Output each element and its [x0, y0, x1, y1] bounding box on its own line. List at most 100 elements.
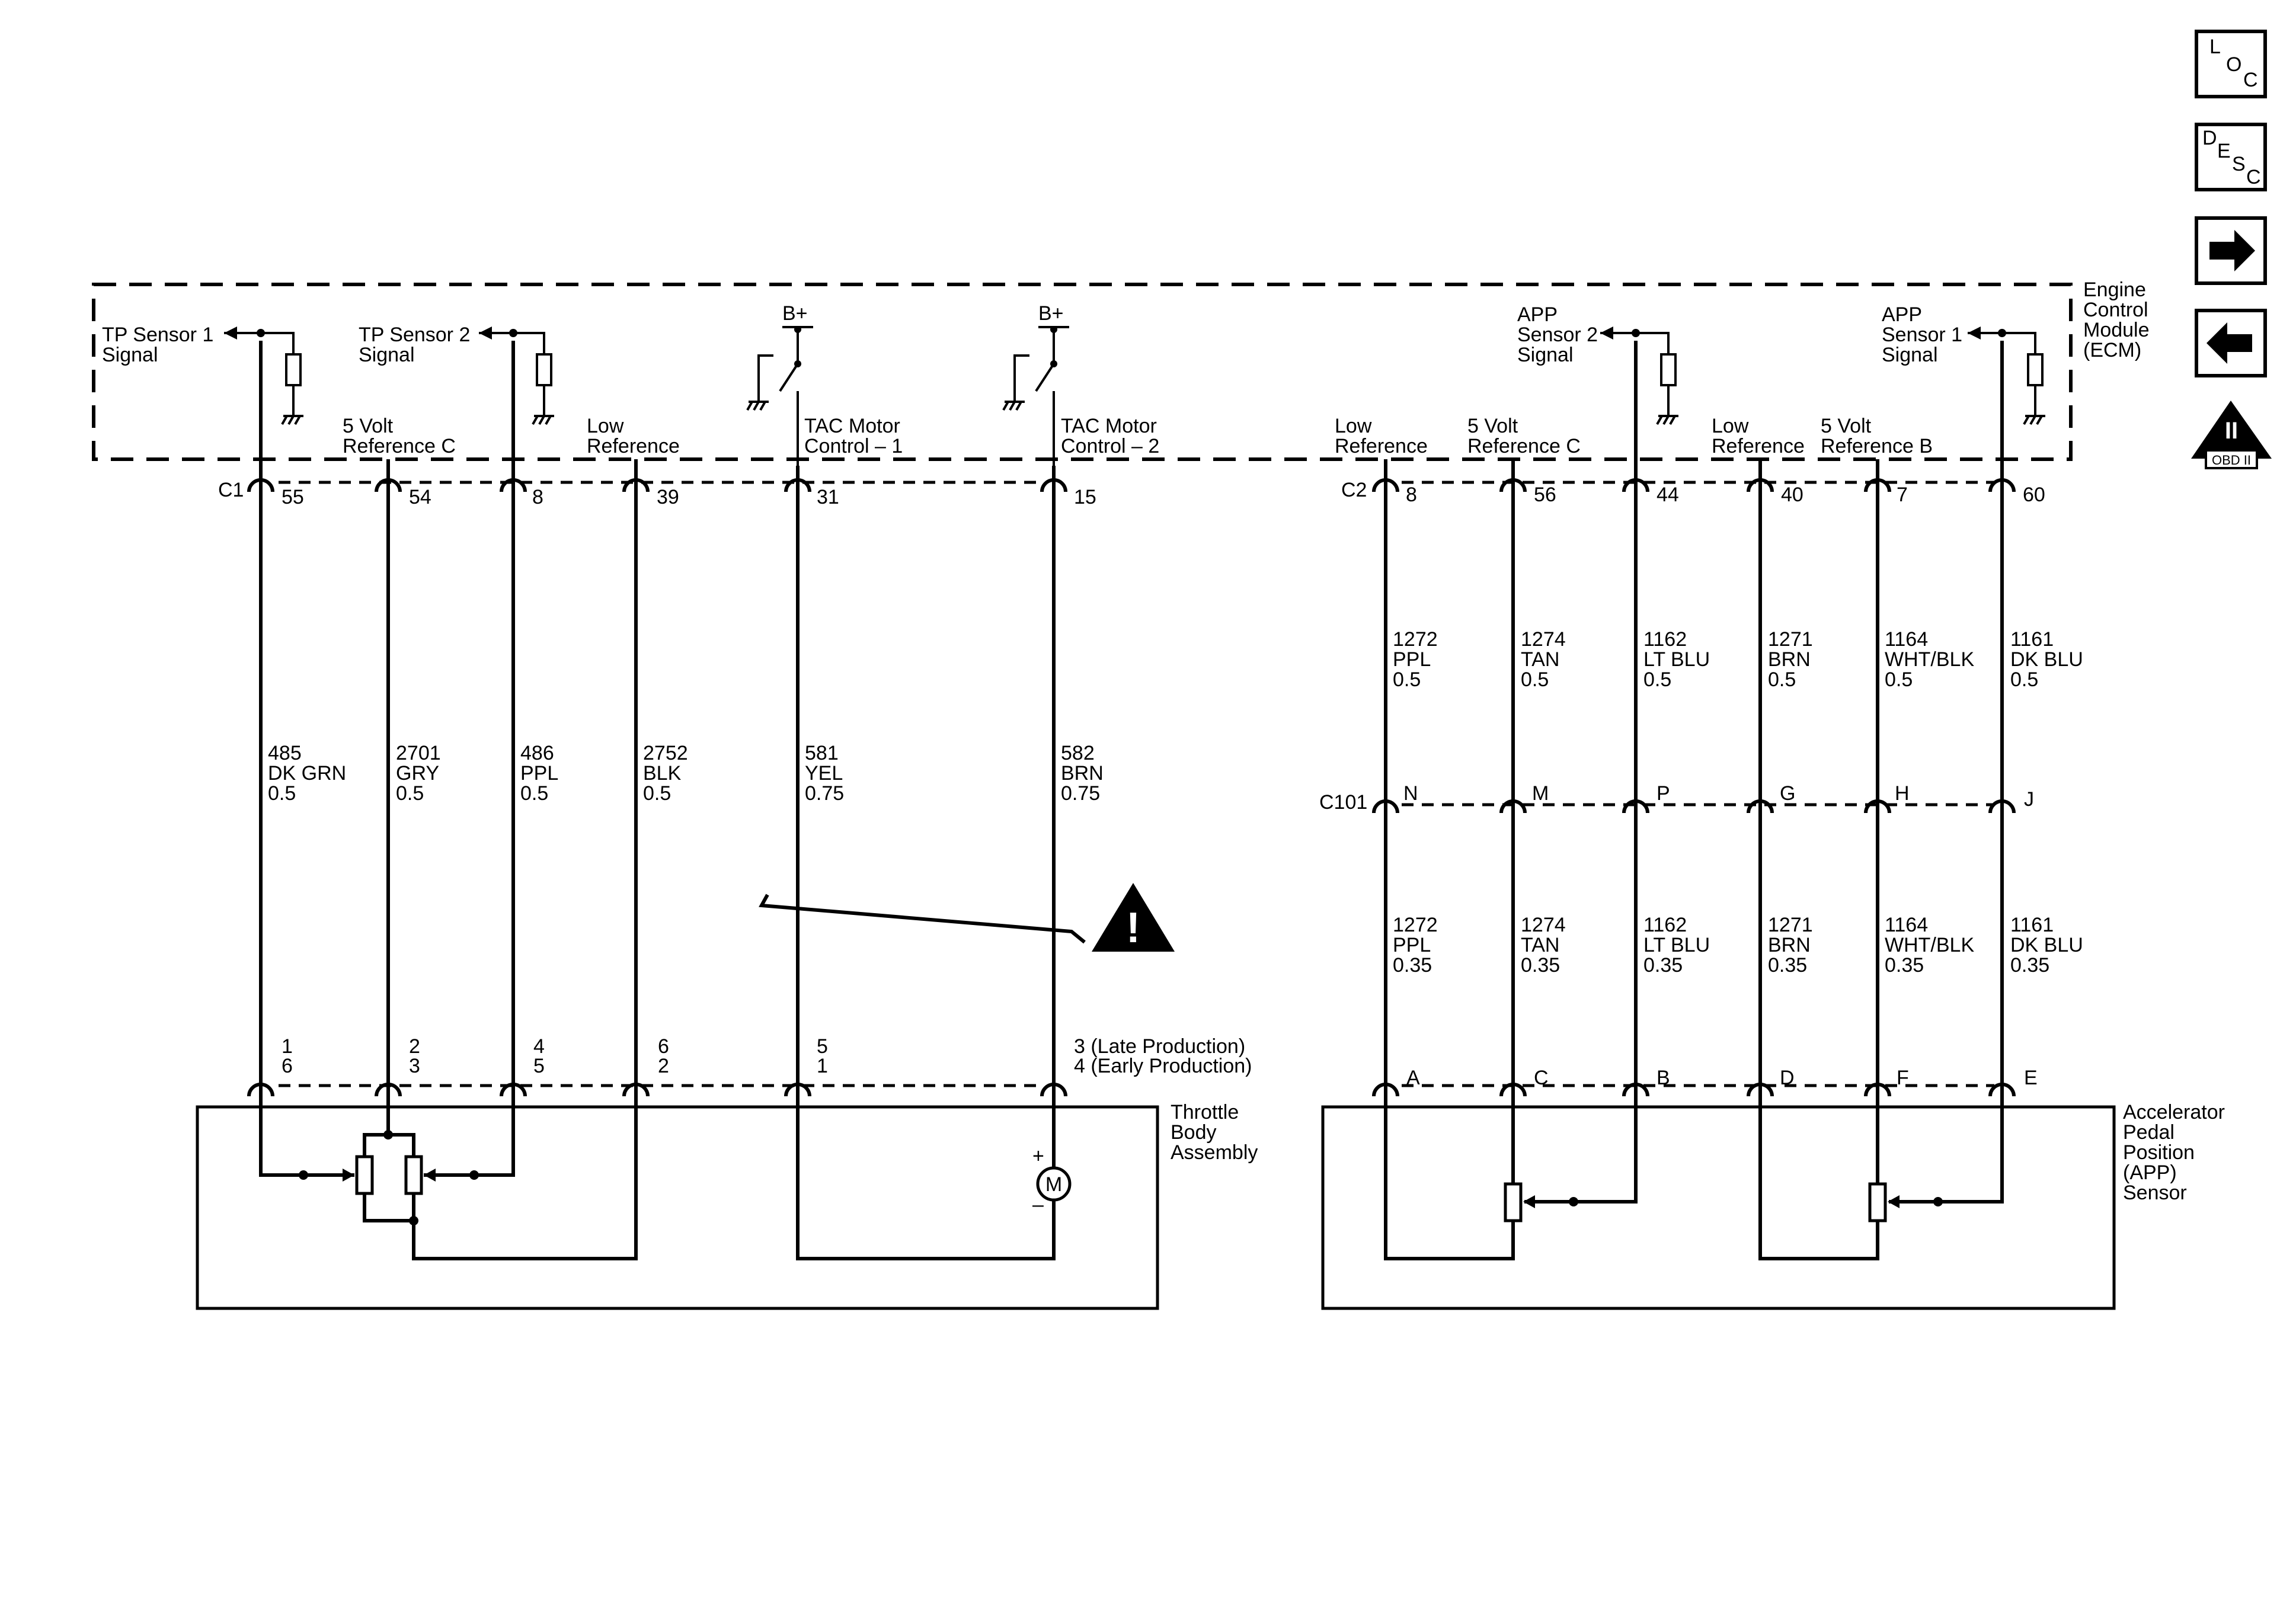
svg-text:5: 5: [817, 1035, 828, 1058]
svg-text:8: 8: [532, 486, 543, 508]
svg-text:Assembly: Assembly: [1171, 1141, 1258, 1164]
svg-text:0.35: 0.35: [1393, 954, 1432, 977]
left-wire-labels: 485 DK GRN 0.5 2701 GRY 0.5 486 PPL 0.5 …: [268, 742, 1104, 805]
svg-text:3 (Late Production): 3 (Late Production): [1074, 1035, 1245, 1058]
svg-text:Signal: Signal: [1882, 344, 1938, 366]
connector-c1: C1: [218, 479, 1043, 501]
obd-ii-button[interactable]: II OBD II: [2191, 401, 2272, 469]
throttle-pin-labels: 1 6 2 3 4 5 6 2 5 1 3 (Late Production) …: [282, 1035, 1252, 1077]
svg-text:44: 44: [1657, 484, 1679, 506]
svg-text:M: M: [1532, 782, 1549, 805]
svg-text:0.75: 0.75: [805, 782, 844, 805]
svg-text:(ECM): (ECM): [2083, 339, 2141, 361]
svg-text:Control: Control: [2083, 299, 2148, 321]
svg-text:Throttle: Throttle: [1171, 1101, 1239, 1124]
c1-pin-labels: 55 54 8 39 31 15: [282, 486, 1096, 508]
svg-text:Engine: Engine: [2083, 279, 2146, 301]
svg-text:6: 6: [658, 1035, 669, 1058]
right-lower-wire-labels: 1272 PPL 0.35 1274 TAN 0.35 1162 LT BLU …: [1393, 914, 2083, 977]
svg-text:1: 1: [817, 1055, 828, 1077]
svg-text:C101: C101: [1319, 791, 1367, 814]
svg-text:0.5: 0.5: [1643, 668, 1671, 691]
svg-text:0.5: 0.5: [1393, 668, 1421, 691]
svg-text:1161: 1161: [2010, 914, 2054, 936]
svg-text:TP Sensor 2: TP Sensor 2: [359, 324, 470, 346]
svg-text:582: 582: [1061, 742, 1095, 764]
svg-text:1271: 1271: [1768, 628, 1813, 651]
svg-text:B+: B+: [782, 302, 808, 325]
svg-text:Control – 2: Control – 2: [1061, 435, 1159, 457]
ground-icon: [1002, 401, 1025, 411]
svg-text:(APP): (APP): [2123, 1161, 2177, 1184]
svg-text:1274: 1274: [1521, 628, 1566, 651]
svg-text:0.75: 0.75: [1061, 782, 1100, 805]
svg-text:TAN: TAN: [1521, 934, 1559, 956]
svg-text:BLK: BLK: [643, 762, 682, 785]
svg-text:0.35: 0.35: [1768, 954, 1807, 977]
svg-text:Signal: Signal: [102, 344, 158, 366]
svg-text:TAC Motor: TAC Motor: [804, 415, 900, 437]
svg-text:5 Volt: 5 Volt: [343, 415, 394, 437]
svg-text:54: 54: [409, 486, 431, 508]
svg-text:Reference C: Reference C: [1467, 435, 1581, 457]
svg-text:56: 56: [1534, 484, 1556, 506]
svg-text:40: 40: [1781, 484, 1803, 506]
svg-text:0.5: 0.5: [1768, 668, 1796, 691]
svg-text:2: 2: [409, 1035, 420, 1058]
svg-text:C: C: [2243, 69, 2258, 91]
svg-text:4: 4: [533, 1035, 545, 1058]
ecm-label: Engine Control Module (ECM): [2083, 279, 2150, 361]
svg-text:PPL: PPL: [520, 762, 558, 785]
svg-text:Reference: Reference: [1712, 435, 1805, 457]
svg-text:0.35: 0.35: [1885, 954, 1924, 977]
svg-text:Low: Low: [587, 415, 624, 437]
svg-text:39: 39: [657, 486, 679, 508]
svg-text:!: !: [1126, 904, 1140, 952]
svg-text:Reference C: Reference C: [343, 435, 456, 457]
c2-pin-labels: 8 56 44 40 7 60: [1406, 484, 2045, 506]
warning-callout[interactable]: !: [759, 883, 1175, 952]
svg-text:31: 31: [817, 486, 839, 508]
svg-text:D: D: [1780, 1067, 1795, 1089]
svg-text:Reference: Reference: [1335, 435, 1428, 457]
svg-text:0.5: 0.5: [1521, 668, 1549, 691]
svg-text:Accelerator: Accelerator: [2123, 1101, 2225, 1124]
svg-text:1162: 1162: [1643, 628, 1687, 651]
svg-text:1274: 1274: [1521, 914, 1566, 936]
svg-text:E: E: [2024, 1067, 2038, 1089]
svg-text:LT BLU: LT BLU: [1643, 648, 1710, 671]
svg-text:Sensor 1: Sensor 1: [1882, 324, 1962, 346]
previous-page-button[interactable]: [2195, 309, 2267, 377]
desc-button[interactable]: D E S C: [2195, 123, 2267, 191]
svg-text:486: 486: [520, 742, 554, 764]
svg-text:LT BLU: LT BLU: [1643, 934, 1710, 956]
ecm-boundary: [92, 283, 2073, 461]
left-wires: [259, 341, 1056, 1108]
svg-text:Signal: Signal: [359, 344, 415, 366]
svg-text:B+: B+: [1038, 302, 1064, 325]
connector-c101: C101: [1319, 791, 1994, 814]
svg-text:DK BLU: DK BLU: [2010, 934, 2083, 956]
tac-motor-control-1-driver: B+: [746, 302, 813, 466]
svg-text:1162: 1162: [1643, 914, 1687, 936]
svg-text:0.35: 0.35: [1521, 954, 1560, 977]
svg-text:L: L: [2209, 36, 2221, 58]
svg-text:WHT/BLK: WHT/BLK: [1885, 934, 1974, 956]
svg-text:M: M: [1045, 1173, 1062, 1196]
next-page-button[interactable]: [2195, 216, 2267, 285]
pin-terminals: [247, 478, 2016, 1097]
app-pin-labels: A C B D F E: [1406, 1067, 2038, 1089]
svg-text:0.5: 0.5: [643, 782, 671, 805]
ground-icon: [532, 415, 554, 425]
svg-text:Body: Body: [1171, 1121, 1217, 1144]
svg-text:Position: Position: [2123, 1141, 2195, 1164]
svg-text:1: 1: [282, 1035, 293, 1058]
loc-button[interactable]: L O C: [2195, 30, 2267, 98]
ground-icon: [2023, 415, 2045, 425]
svg-text:2752: 2752: [643, 742, 688, 764]
tp-sensor-2-signal-circuit: TP Sensor 2 Signal: [359, 324, 554, 425]
svg-text:5 Volt: 5 Volt: [1467, 415, 1518, 437]
svg-text:S: S: [2232, 153, 2246, 175]
ground-icon: [281, 415, 303, 425]
